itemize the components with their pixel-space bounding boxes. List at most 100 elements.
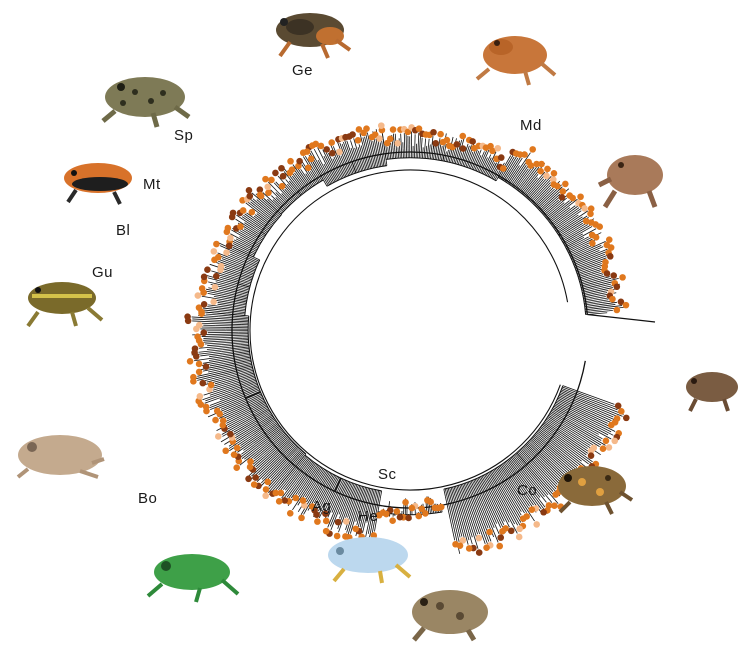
tip-marker: [194, 333, 201, 340]
tip-marker: [521, 151, 528, 158]
tip-marker: [476, 535, 483, 542]
yellow-striped-frog-icon: [28, 282, 102, 326]
tree-branch: [232, 241, 236, 243]
tip-marker: [196, 369, 203, 376]
tip-marker: [249, 209, 256, 216]
tip-marker: [604, 270, 611, 277]
tip-marker: [233, 464, 240, 471]
tip-marker: [459, 133, 466, 140]
tip-marker: [486, 529, 493, 536]
tip-marker: [342, 533, 349, 540]
tree-branch: [513, 456, 514, 457]
tree-branch: [309, 185, 311, 188]
tip-marker: [497, 534, 504, 541]
clade-label-sc: Sc: [378, 466, 397, 483]
tip-marker: [527, 162, 534, 169]
brown-mottled-frog-icon: [276, 13, 350, 58]
tip-marker: [280, 173, 287, 180]
tree-branch: [545, 208, 555, 216]
tree-branch: [202, 335, 247, 336]
tree-branch: [395, 147, 396, 158]
tree-branch: [276, 197, 277, 198]
tip-marker: [323, 146, 330, 153]
clade-label-mt: Mt: [143, 176, 161, 193]
tree-branch: [537, 193, 553, 208]
tip-marker: [352, 526, 359, 533]
tip-marker: [424, 497, 431, 504]
tree-arc: [386, 158, 496, 181]
olive-spotted-frog-icon: [103, 77, 189, 127]
tip-marker: [323, 518, 330, 525]
tree-branch: [285, 189, 287, 191]
tree-branch: [221, 337, 249, 338]
tip-marker: [231, 451, 238, 458]
tree-branch: [583, 292, 600, 295]
tree-branch: [359, 167, 360, 172]
tip-marker: [335, 519, 342, 526]
tip-marker: [190, 374, 197, 381]
tree-branch: [286, 179, 294, 189]
tree-branch: [346, 506, 350, 517]
tree-arc: [250, 170, 568, 490]
tree-branch: [551, 411, 585, 430]
tree-branch: [588, 425, 608, 435]
tip-marker: [265, 189, 272, 196]
tree-branch: [478, 150, 481, 159]
tree-branch: [241, 298, 247, 299]
tip-marker: [593, 234, 600, 241]
tip-marker: [516, 534, 523, 541]
tree-branch: [245, 363, 252, 364]
tip-marker: [211, 248, 218, 255]
tree-branch: [496, 180, 497, 181]
tree-branch: [579, 280, 584, 281]
tree-branch: [276, 424, 278, 425]
clade-label-md: Md: [520, 117, 542, 134]
tree-branch: [355, 148, 358, 159]
tip-marker: [355, 137, 362, 144]
tree-branch: [598, 282, 614, 286]
brown-frog-icon: [599, 155, 663, 207]
tip-marker: [432, 140, 439, 147]
tree-branch: [566, 239, 583, 248]
tip-marker: [287, 510, 294, 517]
tip-marker: [483, 544, 490, 551]
tip-marker: [454, 141, 461, 148]
tree-branch: [271, 196, 280, 205]
tip-marker: [437, 131, 444, 138]
tip-marker: [226, 242, 233, 249]
tip-marker: [264, 184, 271, 191]
tip-marker: [272, 170, 279, 177]
tip-marker: [415, 513, 422, 520]
tip-marker: [544, 166, 551, 173]
tip-marker: [251, 481, 258, 488]
tip-marker: [279, 183, 286, 190]
green-treefrog-icon: [148, 554, 238, 602]
tip-marker: [394, 508, 401, 515]
tree-branch: [319, 470, 326, 481]
tree-branch: [448, 150, 449, 154]
tip-marker: [389, 517, 396, 524]
tip-marker: [614, 283, 621, 290]
tip-marker: [225, 225, 232, 232]
tree-branch: [393, 134, 394, 148]
tip-marker: [263, 486, 270, 493]
tip-marker: [246, 187, 253, 194]
tree-branch: [337, 178, 338, 181]
tree-branch: [398, 147, 399, 157]
tree-branch: [428, 139, 429, 151]
tip-marker: [418, 505, 425, 512]
tree-branch: [300, 192, 302, 194]
tree-branch: [350, 140, 358, 167]
tip-marker: [623, 302, 630, 309]
tip-marker: [500, 165, 507, 172]
tree-branch: [207, 307, 219, 308]
tip-marker: [520, 515, 527, 522]
tree-branch: [589, 272, 601, 276]
tip-marker: [533, 521, 540, 528]
orange-black-frog-icon: [64, 163, 132, 204]
tip-marker: [452, 541, 459, 548]
tip-marker: [262, 176, 269, 183]
tip-marker: [581, 205, 588, 212]
clade-label-ag: Ag: [312, 498, 331, 515]
tree-branch: [541, 426, 546, 430]
